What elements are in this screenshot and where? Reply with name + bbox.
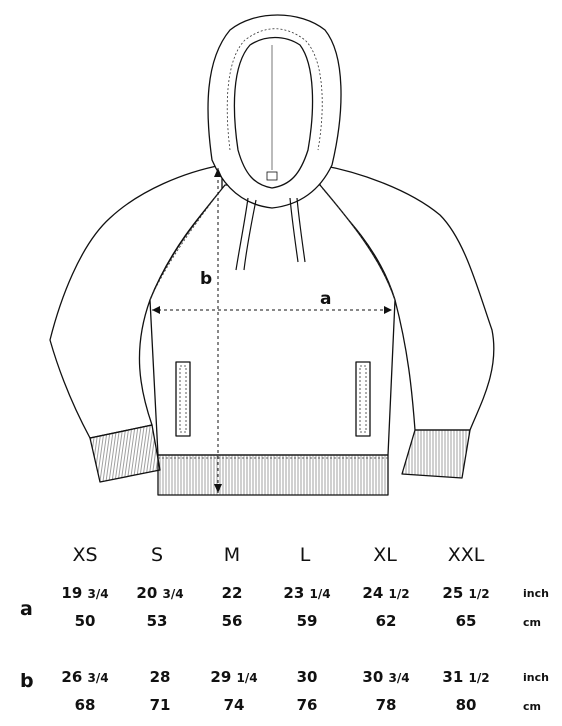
left-pocket [175, 361, 191, 437]
hoodie-diagram: b a [49, 14, 495, 496]
cell-a-inch: 23 1/4 [283, 584, 331, 602]
size-xxl: XXL [447, 544, 485, 566]
cell-a-inch: 19 3/4 [61, 584, 109, 602]
label-a: a [320, 289, 331, 309]
cell-a-cm: 59 [296, 612, 318, 630]
cell-b-inch: 29 1/4 [210, 668, 258, 686]
right-sleeve [319, 164, 495, 431]
cell-b-cm: 71 [149, 696, 171, 714]
row-a-label: a [20, 598, 33, 620]
cell-b-inch: 31 1/2 [442, 668, 490, 686]
waistband [157, 454, 389, 496]
size-m: M [223, 544, 241, 566]
label-b: b [200, 269, 212, 289]
cell-b-inch: 30 3/4 [362, 668, 410, 686]
size-xl: XL [373, 544, 397, 566]
hood-inner [233, 36, 314, 189]
cell-a-inch: 24 1/2 [362, 584, 410, 602]
size-xs: XS [72, 544, 98, 566]
cell-b-cm: 76 [296, 696, 318, 714]
row-b-label: b [20, 670, 34, 692]
cell-b-cm: 78 [375, 696, 397, 714]
cell-b-cm: 74 [223, 696, 245, 714]
cell-a-inch: 20 3/4 [136, 584, 184, 602]
cell-a-cm: 65 [455, 612, 477, 630]
cell-a-cm: 50 [74, 612, 96, 630]
cell-b-inch: 28 [149, 668, 171, 686]
body [149, 184, 396, 456]
cell-a-inch: 22 [221, 584, 243, 602]
cell-a-cm: 56 [221, 612, 243, 630]
left-cuff [89, 424, 161, 483]
cell-a-cm: 53 [146, 612, 168, 630]
size-s: S [150, 544, 164, 566]
cell-b-inch: 30 [296, 668, 318, 686]
cell-b-inch: 26 3/4 [61, 668, 109, 686]
unit-inch: inch [523, 671, 549, 684]
size-l: L [299, 544, 311, 566]
right-pocket [355, 361, 371, 437]
unit-inch: inch [523, 587, 549, 600]
right-cuff [401, 429, 471, 479]
cell-a-inch: 25 1/2 [442, 584, 490, 602]
unit-cm: cm [523, 616, 541, 629]
cell-a-cm: 62 [375, 612, 397, 630]
unit-cm: cm [523, 700, 541, 713]
cell-b-cm: 80 [455, 696, 477, 714]
cell-b-cm: 68 [74, 696, 96, 714]
